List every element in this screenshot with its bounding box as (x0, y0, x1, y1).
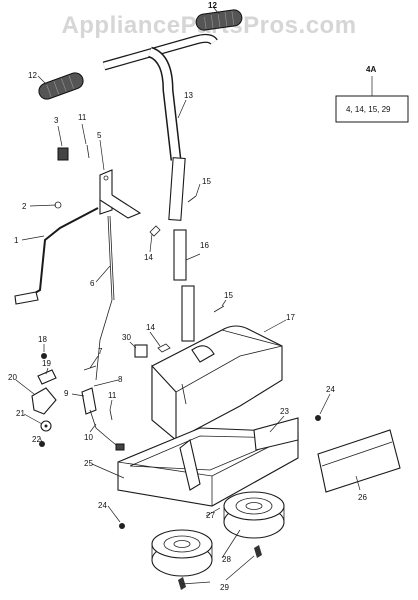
pad-26 (317, 429, 401, 493)
label-14-mid: 14 (146, 323, 155, 332)
label-16: 16 (200, 241, 209, 250)
label-10: 10 (84, 433, 93, 442)
label-29: 29 (220, 583, 229, 592)
label-28: 28 (222, 555, 231, 564)
tube-section-16 (173, 229, 195, 342)
label-14-top: 14 (144, 253, 153, 262)
label-8: 8 (118, 375, 123, 384)
kit-box-4a (335, 76, 409, 123)
label-15-mid: 15 (224, 291, 233, 300)
motor-housing (151, 325, 283, 442)
handle-grip-left (38, 72, 84, 100)
label-24-left: 24 (98, 501, 107, 510)
nut-14a (149, 225, 161, 237)
label-11-top: 11 (78, 113, 87, 122)
label-30: 30 (122, 333, 131, 342)
label-6: 6 (90, 279, 95, 288)
rod-6 (95, 215, 115, 381)
label-11-mid: 11 (108, 391, 117, 400)
box-contents: 4, 14, 15, 29 (346, 105, 391, 114)
label-5: 5 (97, 131, 102, 140)
bolt-18 (41, 353, 47, 359)
leader-lines (15, 7, 361, 585)
label-12-left: 12 (28, 71, 37, 80)
label-23: 23 (280, 407, 289, 416)
screw-24b (119, 523, 125, 529)
label-18: 18 (38, 335, 47, 344)
label-24-right: 24 (326, 385, 335, 394)
label-21: 21 (16, 409, 25, 418)
screw-11-top (86, 144, 90, 159)
label-1: 1 (14, 236, 19, 245)
bracket-20 (31, 387, 57, 415)
tube-section-13 (168, 157, 186, 221)
label-17: 17 (286, 313, 295, 322)
screw-15b (213, 305, 225, 313)
label-13: 13 (184, 91, 193, 100)
box-title: 4A (366, 65, 376, 74)
screw-15a (187, 195, 197, 203)
bolt-29b (178, 577, 186, 590)
screw-24a (315, 415, 321, 421)
lever-1 (14, 207, 99, 305)
label-7: 7 (98, 347, 103, 356)
label-22: 22 (32, 435, 41, 444)
handle-tube (102, 33, 218, 161)
label-19: 19 (42, 359, 51, 368)
label-9: 9 (64, 389, 69, 398)
nut-14b (157, 343, 171, 353)
label-27: 27 (206, 511, 215, 520)
label-26: 26 (358, 493, 367, 502)
label-25: 25 (84, 459, 93, 468)
label-2: 2 (22, 202, 27, 211)
bolt-29a (254, 545, 262, 558)
washer-21 (40, 420, 52, 432)
label-20: 20 (8, 373, 17, 382)
brush-drum-left (151, 529, 213, 577)
handle-grip-top (195, 9, 243, 31)
plate-30 (134, 344, 148, 358)
label-12-top: 12 (208, 1, 217, 10)
brush-drum-right (223, 491, 285, 539)
bracket-19 (37, 369, 57, 385)
callout-labels: 12 4A 4, 14, 15, 29 12 13 3 11 5 15 2 1 … (8, 1, 391, 592)
label-3: 3 (54, 116, 59, 125)
switch-assembly-7-8-9-10 (81, 365, 125, 451)
bracket-5 (99, 169, 142, 219)
base-frame (117, 417, 299, 507)
clip-3 (57, 147, 69, 161)
label-15-top: 15 (202, 177, 211, 186)
nut-22 (39, 441, 45, 447)
